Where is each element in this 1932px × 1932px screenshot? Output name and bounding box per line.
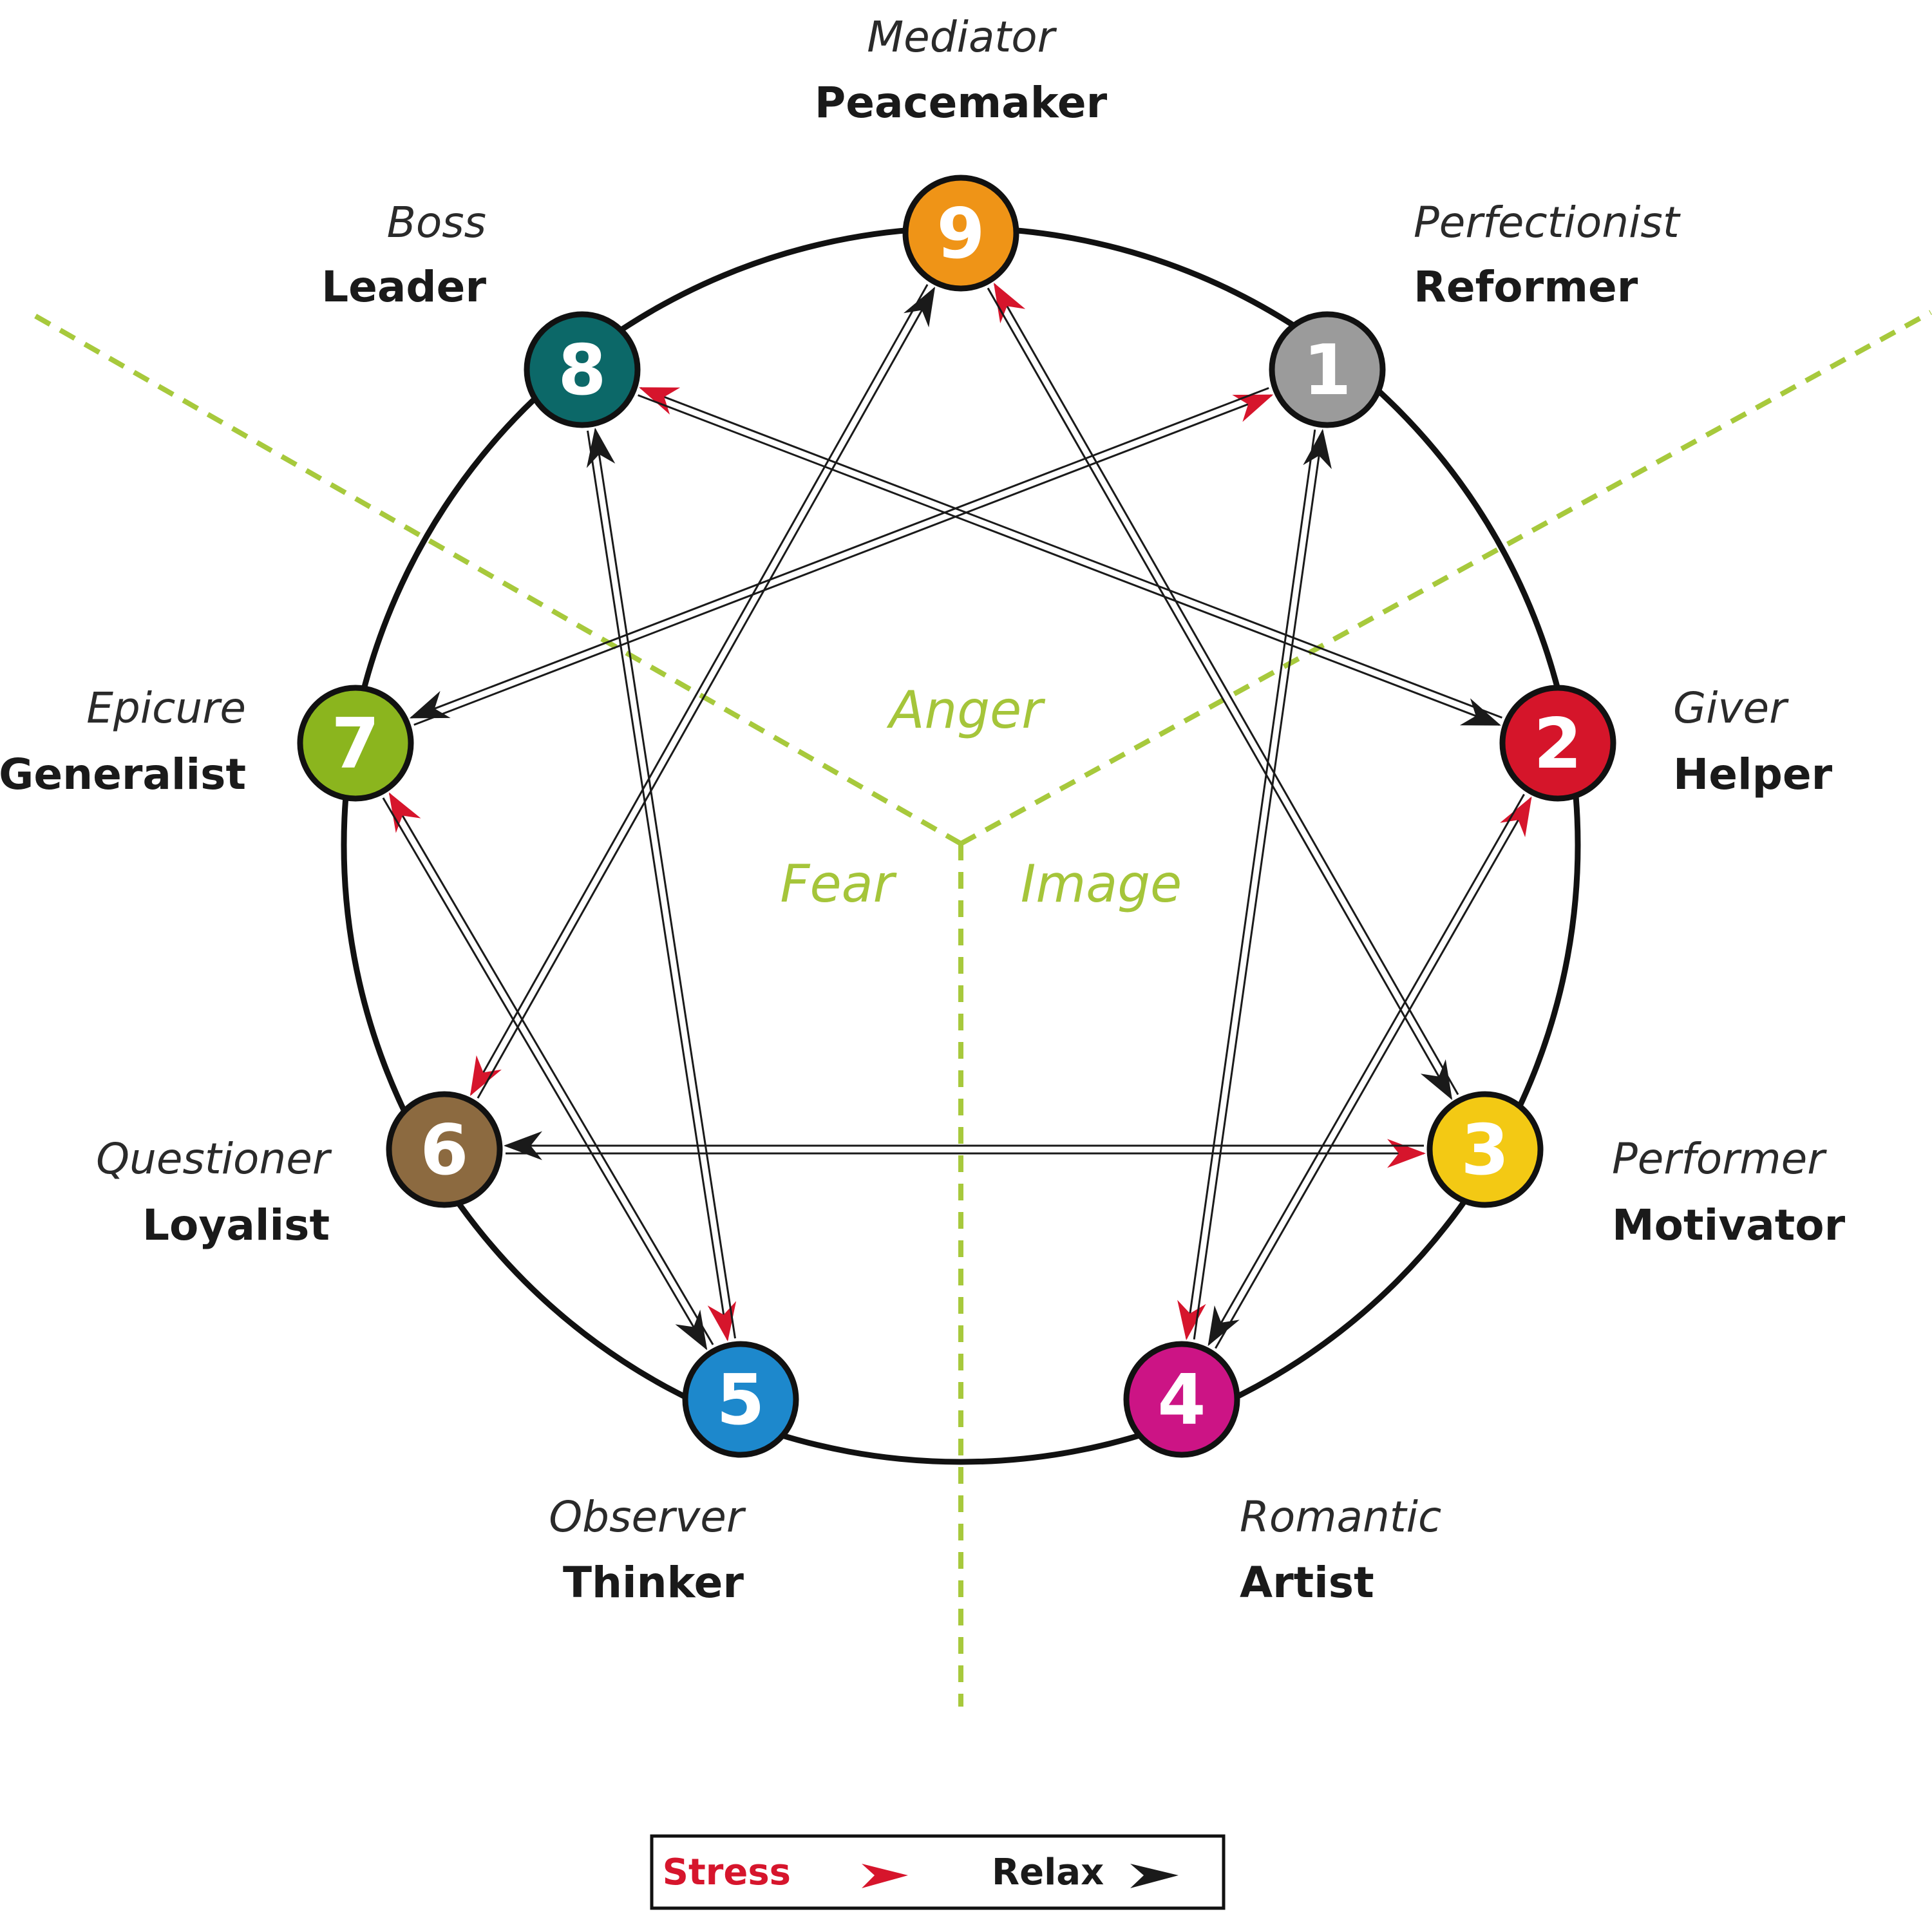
type-labels: Mediator Peacemaker Boss Leader Perfecti…: [0, 12, 1846, 1607]
arrow-relax-1-to-7: [409, 387, 1269, 719]
type-8-name-label: Leader: [321, 262, 486, 312]
type-2-alt-label: Giver: [1673, 683, 1789, 733]
type-6-name-label: Loyalist: [142, 1200, 330, 1250]
type-9-name-label: Peacemaker: [815, 78, 1108, 128]
type-4-node: 4: [1123, 1341, 1240, 1458]
center-labels: Anger Fear Image: [780, 680, 1182, 914]
arrow-stress-7-to-1: [413, 394, 1274, 726]
arrow-stress-2-to-8: [639, 386, 1502, 719]
type-3-name-label: Motivator: [1612, 1200, 1846, 1250]
arrow-stress-1-to-4: [1177, 429, 1316, 1341]
arrow-relax-9-to-3: [987, 287, 1453, 1101]
arrow-stress-8-to-5: [587, 430, 737, 1341]
legend-box: [650, 1834, 1226, 1910]
type-3-node: 3: [1426, 1091, 1544, 1208]
type-1-node: 1: [1269, 311, 1386, 428]
type-7-name-label: Generalist: [0, 750, 246, 799]
type-6-number: 6: [420, 1110, 468, 1191]
type-2-node: 2: [1499, 685, 1616, 802]
type-8-number: 8: [558, 330, 606, 411]
type-7-node: 7: [297, 685, 414, 802]
type-5-node: 5: [682, 1341, 799, 1458]
type-4-alt-label: Romantic: [1240, 1492, 1441, 1542]
type-7-number: 7: [331, 704, 379, 784]
type-1-name-label: Reformer: [1414, 262, 1638, 312]
type-9-node: 9: [902, 175, 1019, 292]
arrow-relax-8-to-2: [638, 394, 1501, 726]
type-2-name-label: Helper: [1673, 750, 1833, 799]
type-nodes: 1 2 3 4 5 6 7 8: [297, 175, 1616, 1458]
arrow-relax-4-to-1: [1193, 428, 1332, 1340]
arrow-stress-5-to-7: [388, 792, 714, 1345]
arrow-relax-5-to-8: [586, 428, 736, 1339]
arrow-stress-3-to-9: [993, 282, 1459, 1095]
type-6-node: 6: [386, 1091, 503, 1208]
type-3-alt-label: Performer: [1612, 1134, 1827, 1184]
arrow-relax-7-to-5: [382, 797, 708, 1350]
center-image-label: Image: [1021, 854, 1182, 914]
type-8-alt-label: Boss: [387, 198, 486, 247]
arrow-stress-4-to-2: [1215, 796, 1532, 1349]
center-fear-label: Fear: [780, 854, 897, 914]
legend-relax-arrow-icon: [1130, 1864, 1179, 1888]
legend-relax-label: Relax: [992, 1852, 1104, 1893]
arrow-relax-6-to-9: [477, 287, 936, 1099]
type-5-alt-label: Observer: [549, 1492, 746, 1542]
legend: Stress Relax: [650, 1834, 1226, 1910]
arrow-stress-9-to-6: [469, 284, 929, 1096]
type-1-alt-label: Perfectionist: [1414, 198, 1681, 247]
connection-lines: [382, 282, 1532, 1350]
legend-stress-arrow-icon: [862, 1864, 908, 1888]
type-1-number: 1: [1303, 330, 1351, 411]
arrow-relax-2-to-4: [1208, 793, 1525, 1347]
type-8-node: 8: [524, 311, 641, 428]
center-anger-label: Anger: [886, 680, 1046, 740]
type-3-number: 3: [1461, 1110, 1509, 1191]
divider-left: [28, 310, 962, 846]
type-2-number: 2: [1533, 704, 1582, 784]
divider-right: [960, 310, 1932, 846]
type-4-number: 4: [1157, 1360, 1206, 1441]
type-6-alt-label: Questioner: [96, 1134, 332, 1184]
type-9-alt-label: Mediator: [867, 12, 1057, 62]
type-9-number: 9: [936, 194, 985, 274]
type-4-name-label: Artist: [1240, 1558, 1374, 1607]
type-7-alt-label: Epicure: [86, 683, 246, 733]
type-5-name-label: Thinker: [563, 1558, 744, 1607]
center-dividers: [28, 310, 1932, 1707]
legend-stress-label: Stress: [663, 1852, 791, 1893]
type-5-number: 5: [716, 1360, 764, 1441]
